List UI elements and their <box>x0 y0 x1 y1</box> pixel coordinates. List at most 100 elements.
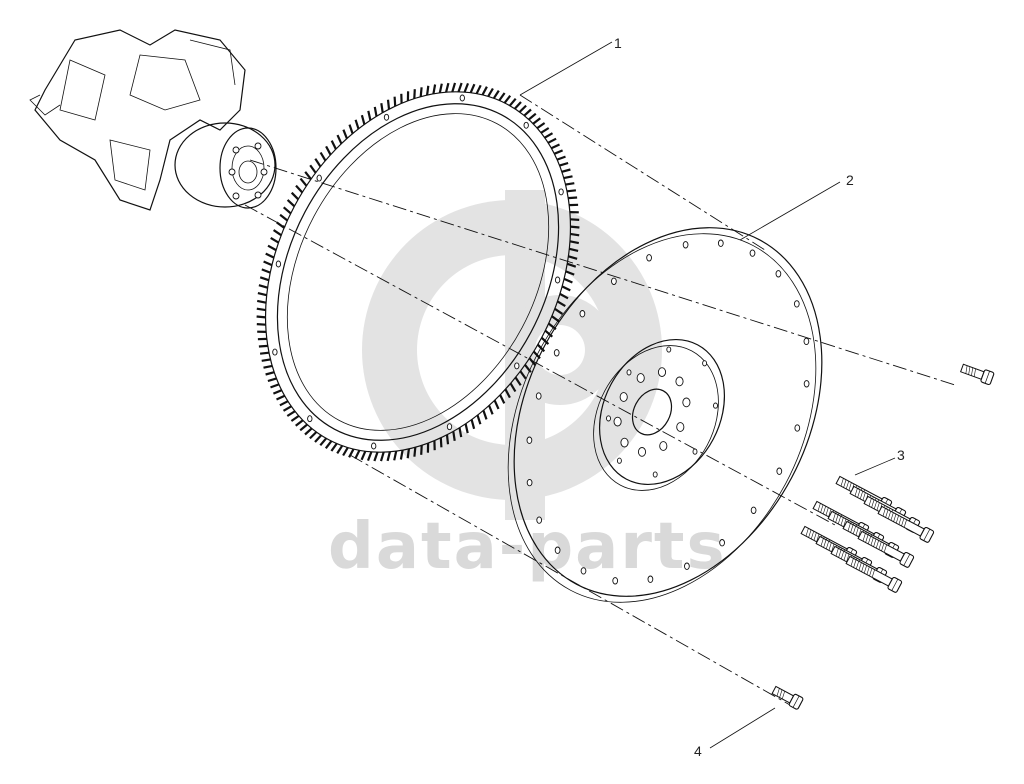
gear-bolt-hole <box>275 260 282 268</box>
hub-bolt-hole <box>636 373 645 383</box>
gear-tooth <box>563 277 573 284</box>
ring-gear-teeth <box>256 82 580 462</box>
gear-tooth <box>528 357 537 367</box>
watermark-logo <box>362 190 662 520</box>
bolt-thread <box>828 542 832 551</box>
hub-bolt-hole <box>659 441 668 451</box>
gear-tooth <box>523 108 532 117</box>
gear-tooth <box>330 442 338 452</box>
gear-tooth <box>309 164 317 174</box>
bolt-head-edge <box>903 553 911 566</box>
gear-tooth <box>532 117 541 125</box>
bolt-thread <box>835 514 839 523</box>
hub-outer-hole <box>616 457 622 464</box>
flywheel-holes <box>526 239 810 585</box>
bolt-thread <box>858 562 862 571</box>
gear-tooth <box>286 410 296 417</box>
gear-tooth <box>261 358 271 362</box>
gear-tooth <box>309 431 318 440</box>
gear-tooth <box>568 196 578 200</box>
gear-tooth <box>464 423 469 434</box>
gear-tooth <box>336 134 343 145</box>
bolt-head-edge <box>984 371 990 384</box>
gear-tooth <box>325 145 332 156</box>
bolt-thread <box>876 502 880 511</box>
flywheel-bolt-hole <box>553 349 560 357</box>
flywheel-bolt-hole <box>750 506 757 514</box>
flywheel-bolt-hole <box>554 546 561 554</box>
gear-tooth <box>272 389 283 395</box>
gear-tooth <box>354 119 360 130</box>
bolt-thread <box>822 506 826 515</box>
gear-tooth <box>432 84 437 95</box>
hub-bolt-hole <box>675 376 684 387</box>
gear-tooth <box>286 199 296 208</box>
bolt-thread <box>862 533 866 542</box>
gear-tooth <box>380 103 384 113</box>
gear-tooth <box>257 292 267 297</box>
gear-tooth <box>263 260 273 267</box>
gear-tooth <box>419 87 423 97</box>
gear-tooth <box>519 370 527 380</box>
bolt-thread <box>868 498 872 507</box>
flywheel-bolt-hole <box>682 241 689 249</box>
watermark-text: data-parts <box>328 510 727 584</box>
bolt-head-edge <box>923 528 931 541</box>
gear-tooth <box>282 405 292 412</box>
flywheel-bolt-hole <box>684 562 690 570</box>
gear-tooth <box>360 114 366 125</box>
flywheel-bolt-hole <box>803 380 810 388</box>
gear-tooth <box>452 431 456 441</box>
gear-tooth <box>488 405 494 415</box>
hub-outer-hole <box>702 360 708 367</box>
hub-bolt-hole <box>676 422 685 432</box>
bolt-thread <box>831 543 835 552</box>
gear-tooth <box>476 414 482 425</box>
bolt-thread <box>847 523 851 532</box>
gear-tooth <box>475 84 482 95</box>
bolt-thread <box>869 568 873 577</box>
hub-bolt-hole <box>619 392 628 402</box>
bolt-thread <box>968 366 971 375</box>
gear-tooth <box>438 83 443 94</box>
gear-tooth <box>509 382 517 393</box>
gear-tooth <box>314 434 323 443</box>
gear-tooth <box>570 225 580 229</box>
gear-bolt-hole <box>459 94 465 102</box>
gear-tooth <box>259 276 270 282</box>
gear-tooth <box>559 292 569 300</box>
bolt-thread <box>862 492 866 501</box>
gear-tooth <box>265 252 275 259</box>
gear-tooth <box>413 447 417 457</box>
bolt-thread <box>858 528 862 537</box>
gear-tooth <box>348 448 355 458</box>
bolt-shank <box>771 685 795 704</box>
gear-tooth <box>258 284 268 289</box>
bolt-thread <box>848 482 852 491</box>
gear-tooth <box>569 247 579 252</box>
bolt-thread <box>895 515 899 524</box>
bolt-thread <box>832 513 836 522</box>
gear-tooth <box>336 445 344 454</box>
bolt-thread <box>863 565 867 574</box>
hub-bolt-hole <box>682 397 691 408</box>
flywheel-bolt-hole <box>526 478 533 487</box>
gear-tooth <box>554 307 564 315</box>
gear-tooth <box>439 437 443 448</box>
gear-tooth <box>406 448 410 459</box>
gear-tooth <box>393 450 398 461</box>
bolt <box>959 363 995 386</box>
gear-tooth <box>354 449 361 460</box>
gear-tooth <box>544 329 554 338</box>
gear-tooth <box>304 427 313 436</box>
crankshaft <box>29 29 277 211</box>
bolt-thread <box>866 566 870 575</box>
bolt-thread <box>850 524 854 533</box>
bolt-thread <box>843 518 847 527</box>
gear-tooth <box>386 99 391 110</box>
bolt-thread <box>890 512 894 521</box>
gear-tooth <box>451 82 457 93</box>
flywheel-bolt-hole <box>647 575 654 583</box>
flywheel-bolt-hole <box>611 277 617 285</box>
gear-tooth <box>265 371 275 376</box>
